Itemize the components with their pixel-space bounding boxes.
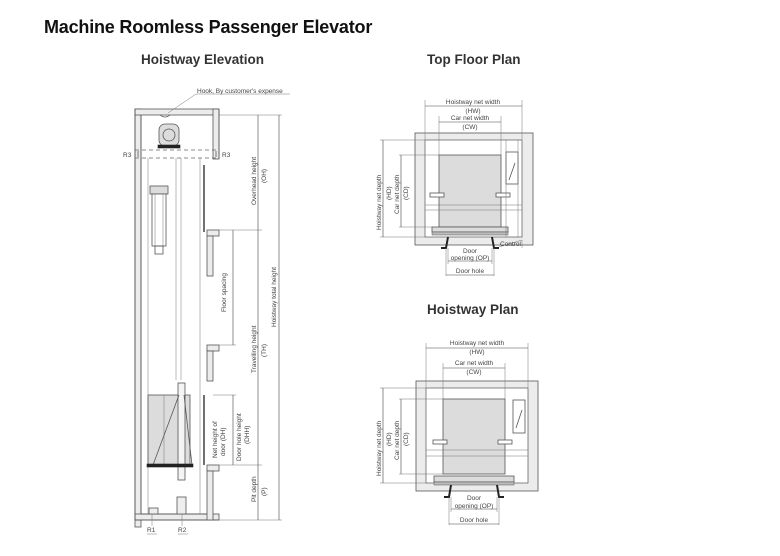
top-floor-plan: Control Hoistway net width (HW) Car net … xyxy=(376,99,534,276)
floor-spacing-label: Floor spacing xyxy=(221,273,228,312)
top-slab xyxy=(134,108,220,116)
hw-label: Hoistway net width xyxy=(450,340,505,347)
door-opening-label: Door xyxy=(467,495,482,502)
r3-right-label: R3 xyxy=(222,152,231,159)
car-plan xyxy=(442,398,506,475)
net-door-height-label: Net height of xyxy=(212,421,219,458)
door-hole-label: Door hole xyxy=(456,268,485,275)
hoistway-elevation: Hook, By customer's expense R3 R3 xyxy=(123,88,290,535)
hoistway-plan-heading: Hoistway Plan xyxy=(427,302,519,317)
door-opening-label-2: opening (OP) xyxy=(451,255,490,262)
car-plan xyxy=(438,154,502,228)
door-opening-label: Door xyxy=(463,248,478,255)
overhead-abbr: (OH) xyxy=(261,169,268,183)
buffer-r2-icon xyxy=(176,496,187,515)
cw-label: Car net width xyxy=(451,115,490,122)
pit-floor xyxy=(134,513,220,521)
page-title: Machine Roomless Passenger Elevator xyxy=(44,17,373,37)
net-door-height-label-2: door (DH) xyxy=(220,427,227,456)
pit-depth-label: Pit depth xyxy=(251,476,258,502)
cw-abbr: (CW) xyxy=(466,369,481,376)
door-opening-label-2: opening (OP) xyxy=(455,503,494,510)
counterweight-icon xyxy=(149,185,169,255)
control-label: Control xyxy=(500,241,522,248)
door-hole-label: Door hole xyxy=(460,517,489,524)
hw-abbr: (HW) xyxy=(465,108,480,115)
traction-machine-icon xyxy=(157,123,181,149)
travelling-abbr: (TH) xyxy=(261,344,268,357)
counterweight-plan-icon xyxy=(512,399,526,434)
r1-label: R1 xyxy=(147,527,156,534)
hd-label: Hoistway net depth xyxy=(376,174,383,230)
cw-abbr: (CW) xyxy=(462,124,477,131)
r2-label: R2 xyxy=(178,527,187,534)
hoistway-plan: Hoistway net width (HW) Car net width (C… xyxy=(376,340,539,525)
hw-abbr: (HW) xyxy=(469,349,484,356)
hd-label: Hoistway net depth xyxy=(376,420,383,476)
left-wall xyxy=(134,108,142,528)
cd-label: Car net depth xyxy=(394,420,401,460)
cd-abbr: (CD) xyxy=(403,432,410,446)
hook-icon xyxy=(159,114,171,118)
cw-label: Car net width xyxy=(455,360,494,367)
cd-label: Car net depth xyxy=(394,174,401,214)
cd-abbr: (CD) xyxy=(403,186,410,200)
hook-label: Hook, By customer's expense xyxy=(197,88,283,95)
top-floor-plan-heading: Top Floor Plan xyxy=(427,52,521,67)
r3-left-label: R3 xyxy=(123,152,132,159)
door-hole-height-label: Door hole height xyxy=(236,413,243,461)
counterweight-plan-icon xyxy=(505,151,519,185)
pit-depth-abbr: (P) xyxy=(261,487,268,496)
overhead-height-label: Overhead height xyxy=(251,157,258,205)
hd-abbr: (HD) xyxy=(386,186,393,200)
buffer-r1-icon xyxy=(148,507,159,515)
travelling-height-label: Travelling height xyxy=(251,325,258,373)
elevation-heading: Hoistway Elevation xyxy=(141,52,265,67)
elevator-car xyxy=(146,382,194,481)
total-height-label: Hoistway total height xyxy=(271,267,278,327)
hook-leader xyxy=(167,93,290,114)
door-hole-height-abbr: (DHH) xyxy=(244,426,251,444)
hw-label: Hoistway net width xyxy=(446,99,501,106)
hd-abbr: (HD) xyxy=(386,432,393,446)
